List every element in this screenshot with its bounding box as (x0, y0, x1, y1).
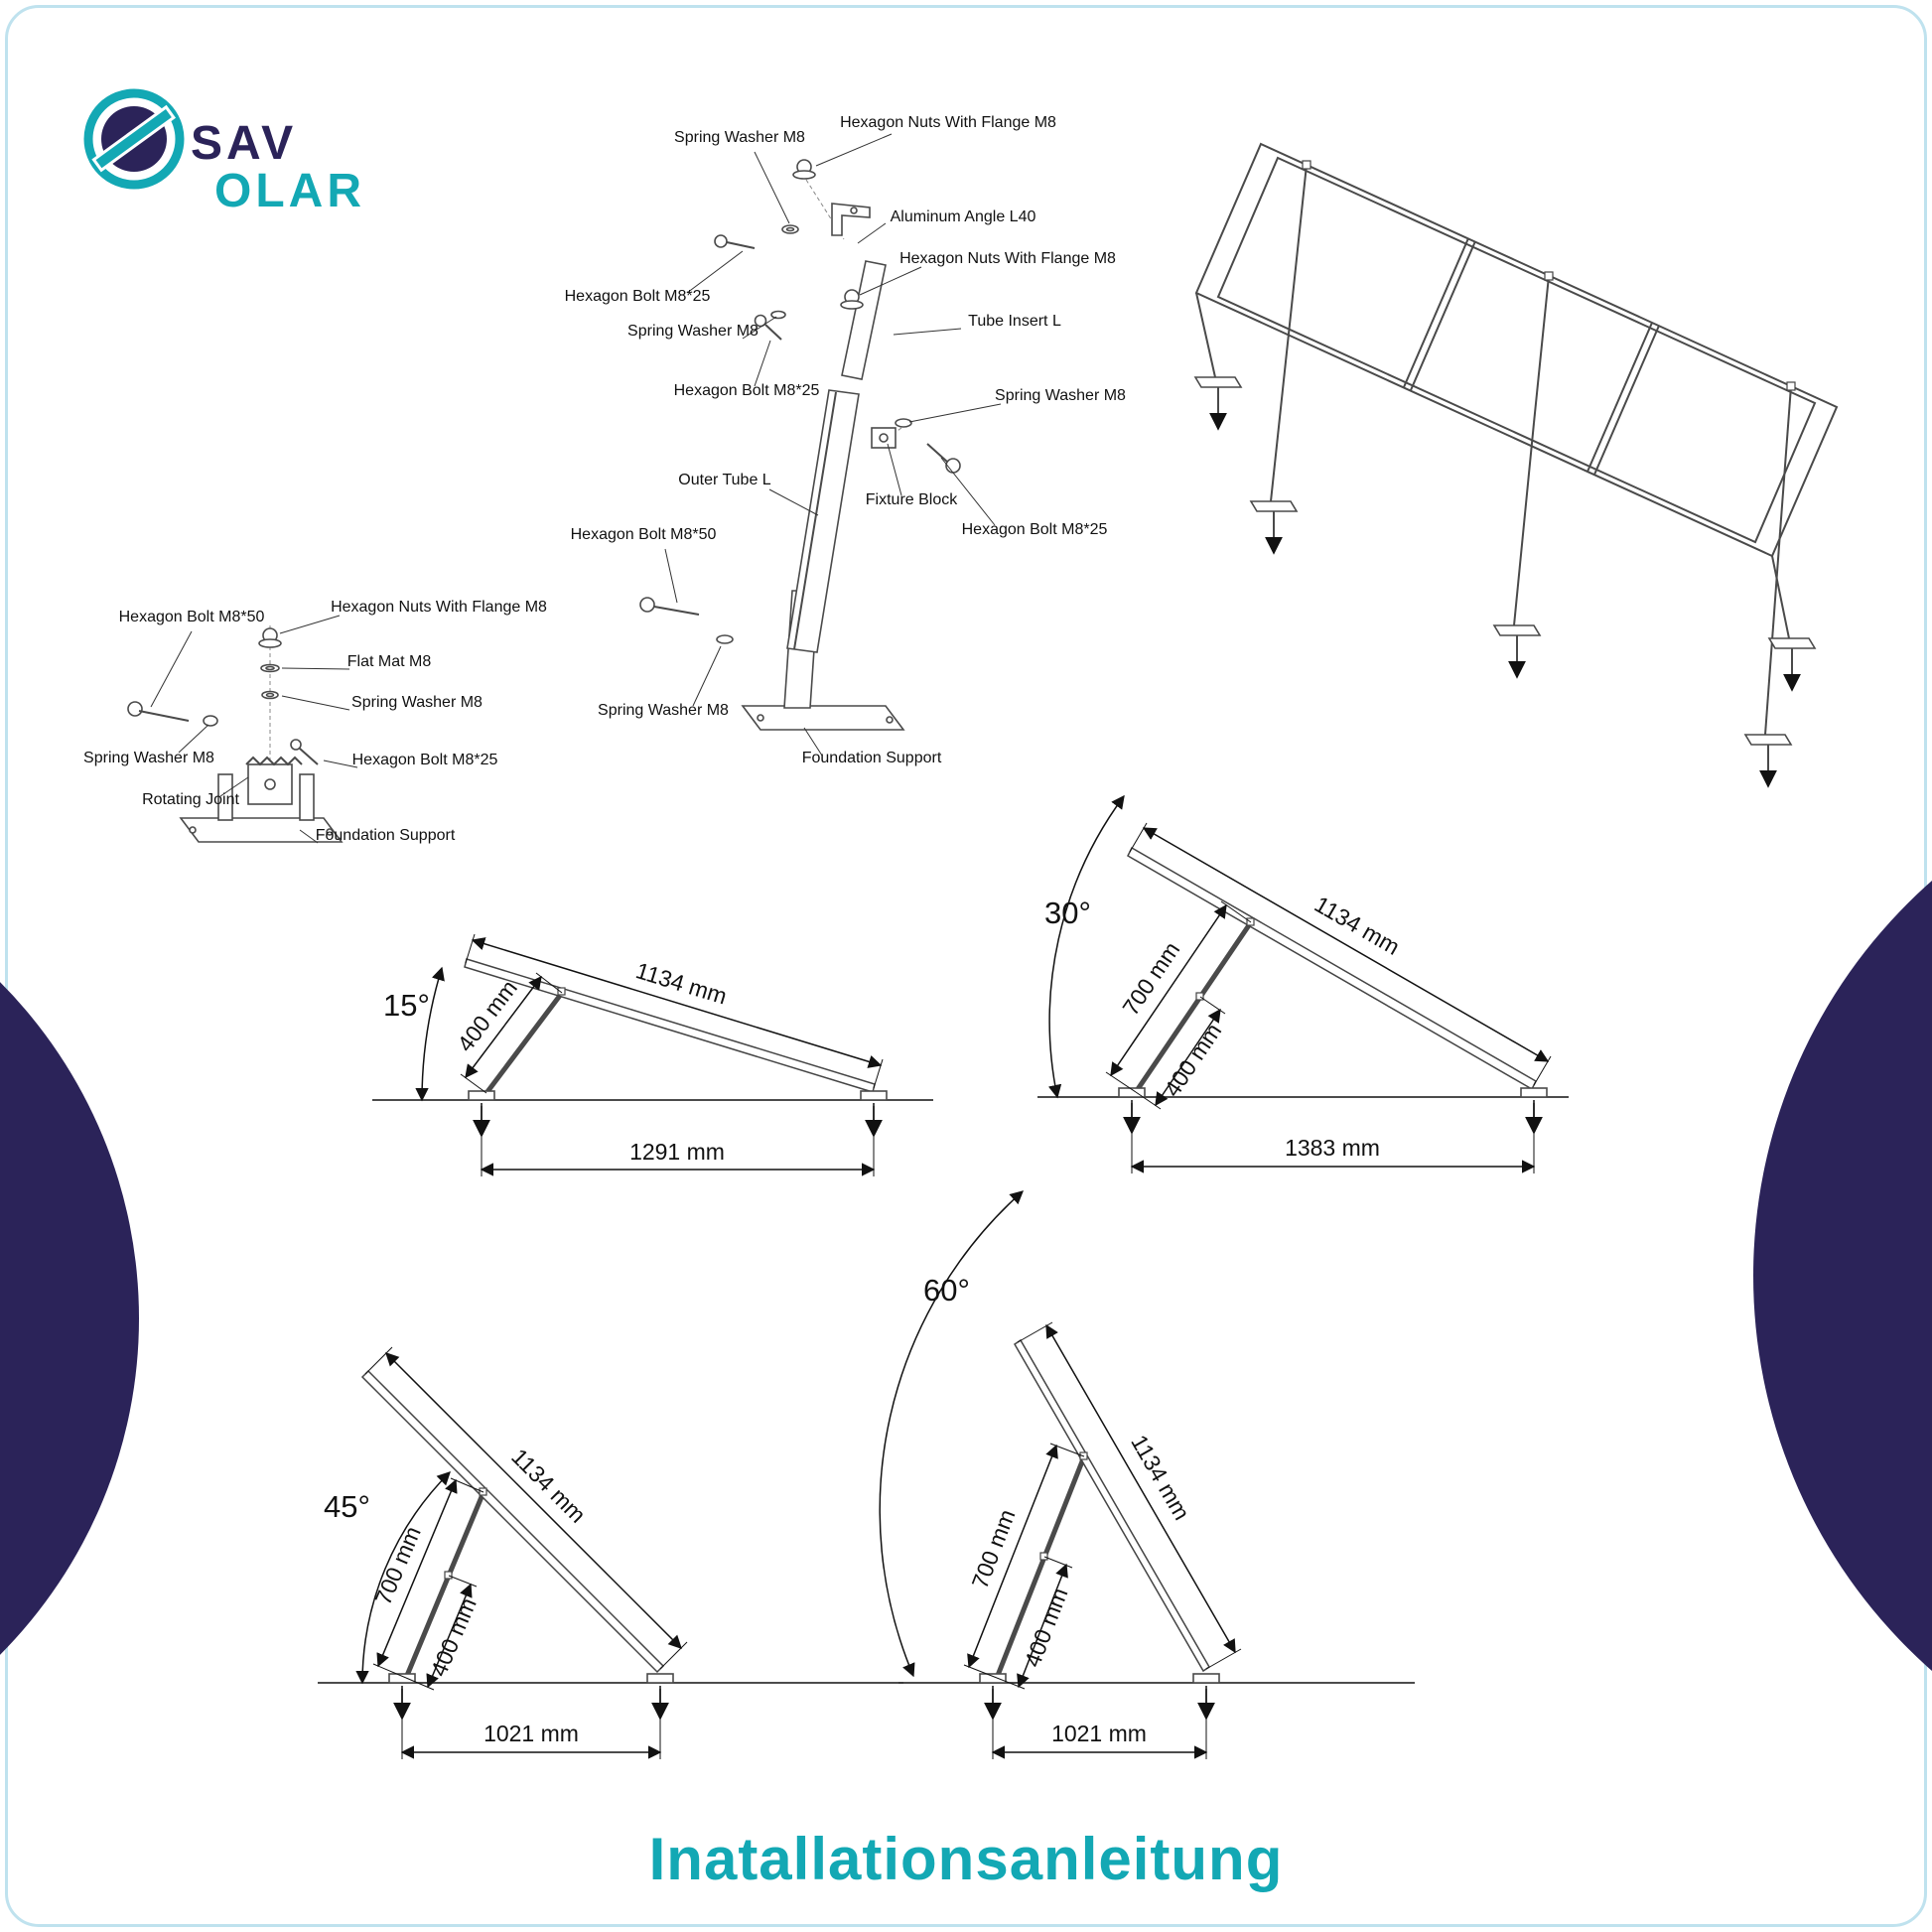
tilt-angle-figure-30: 1134 mm 700 mm 400 mm 30° 1383 mm (1037, 794, 1569, 1173)
part-label: Hexagon Bolt M8*25 (565, 288, 711, 305)
part-label: Hexagon Nuts With Flange M8 (840, 114, 1056, 131)
exploded-small-parts (127, 625, 344, 843)
tilt-angle-figure-15: 1134 mm 400 mm 15° 1291 mm (372, 933, 933, 1176)
dimension-label: 1134 mm (1126, 1431, 1195, 1525)
savolar-logo-icon (83, 88, 185, 190)
part-label: Foundation Support (802, 750, 942, 766)
part-label: Spring Washer M8 (351, 694, 483, 711)
part-label: Hexagon Bolt M8*25 (674, 382, 820, 399)
page-title: Inatallationsanleitung (648, 1826, 1284, 1892)
part-label: Spring Washer M8 (674, 129, 805, 146)
assembled-mount-isometric (1193, 142, 1839, 788)
iso-feet (1193, 376, 1817, 788)
exploded-diagram-rotating-joint: Hexagon Bolt M8*50 Hexagon Nuts With Fla… (83, 599, 547, 844)
part-label: Hexagon Nuts With Flange M8 (331, 599, 547, 616)
savolar-logo: SAV OLAR (83, 88, 365, 217)
tilt-angle-figure-60: 1134 mm 700 mm 400 mm 60° 1021 mm (879, 1190, 1415, 1759)
part-label: Aluminum Angle L40 (891, 208, 1036, 225)
brand-word-top: SAV (191, 117, 297, 170)
base-dimension-label: 1021 mm (1051, 1721, 1147, 1746)
base-dimension-label: 1383 mm (1285, 1135, 1380, 1161)
exploded-small-leaders (150, 615, 358, 844)
decor-circle-left (0, 842, 139, 1795)
fig45-dimensions: 1134 mm 700 mm 400 mm 45° 1021 mm (324, 1346, 688, 1759)
exploded-main-parts (639, 159, 961, 731)
angle-label: 30° (1044, 896, 1091, 930)
dimension-label: 700 mm (967, 1506, 1021, 1592)
dimension-label: 1134 mm (633, 957, 731, 1009)
iso-panel-frame (1194, 142, 1839, 558)
part-label: Flat Mat M8 (347, 653, 432, 670)
part-label: Rotating Joint (142, 791, 239, 808)
fig60-structure (979, 1338, 1220, 1721)
tilt-angle-figure-45: 1134 mm 700 mm 400 mm 45° 1021 mm (318, 1346, 903, 1759)
angle-label: 15° (383, 988, 430, 1023)
dimension-label: 700 mm (369, 1523, 425, 1609)
fig60-dimensions: 1134 mm 700 mm 400 mm 60° 1021 mm (879, 1190, 1242, 1759)
fig15-dimensions: 1134 mm 400 mm 15° 1291 mm (383, 933, 884, 1176)
iso-legs (1195, 164, 1792, 736)
part-label: Spring Washer M8 (83, 750, 214, 766)
part-label: Spring Washer M8 (627, 323, 759, 340)
dimension-label: 1134 mm (1311, 891, 1405, 960)
decor-circle-right (1753, 750, 1932, 1802)
part-label: Spring Washer M8 (598, 702, 729, 719)
base-dimension-label: 1021 mm (483, 1721, 579, 1746)
part-label: Hexagon Nuts With Flange M8 (899, 250, 1116, 267)
exploded-main-labels: Hexagon Nuts With Flange M8 Spring Washe… (565, 114, 1126, 766)
exploded-main-leaders (664, 133, 1002, 757)
brand-word-bottom: OLAR (214, 165, 365, 217)
part-label: Spring Washer M8 (995, 387, 1126, 404)
part-label: Hexagon Bolt M8*50 (119, 609, 265, 625)
part-label: Tube Insert L (968, 313, 1061, 330)
part-label: Hexagon Bolt M8*50 (571, 526, 717, 543)
dimension-label: 700 mm (1117, 937, 1184, 1020)
part-label: Hexagon Bolt M8*25 (962, 521, 1108, 538)
base-dimension-label: 1291 mm (629, 1139, 725, 1165)
part-label: Fixture Block (866, 491, 958, 508)
part-label: Foundation Support (316, 827, 456, 844)
part-label: Hexagon Bolt M8*25 (352, 752, 498, 768)
angle-label: 45° (324, 1489, 370, 1524)
exploded-diagram-main: Hexagon Nuts With Flange M8 Spring Washe… (565, 114, 1126, 766)
part-label: Outer Tube L (678, 472, 770, 488)
angle-label: 60° (923, 1273, 970, 1308)
exploded-small-labels: Hexagon Bolt M8*50 Hexagon Nuts With Fla… (83, 599, 547, 844)
